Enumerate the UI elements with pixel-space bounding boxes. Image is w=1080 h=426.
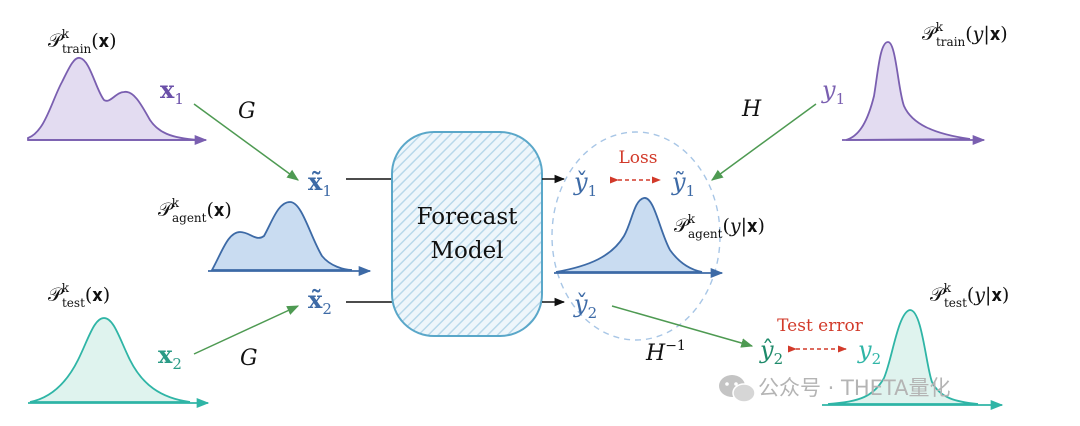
y2-check-label: 𝑦̌2 (573, 290, 597, 322)
model-label-line1: Forecast (417, 204, 519, 230)
h-arrow (711, 103, 817, 181)
x2-tilde-label: 𝐱̃2 (308, 285, 332, 318)
x1-tilde-label: 𝐱̃1 (308, 167, 332, 200)
test-x-distribution (28, 317, 210, 409)
y1-label: 𝑦1 (821, 76, 845, 108)
loss-label: Loss (619, 148, 658, 168)
agent-dashed-ellipse (551, 131, 721, 341)
y2-label: 𝑦2 (857, 336, 881, 368)
h-inverse-label: 𝐻−1 (645, 338, 686, 366)
forecast-model-box: Forecast Model (391, 131, 543, 337)
g-label-top: 𝐺 (238, 99, 256, 124)
watermark-text: 公众号 · THETA量化 (758, 376, 950, 400)
x1-label: 𝐱1 (160, 75, 184, 108)
watermark: 公众号 · THETA量化 (719, 375, 950, 403)
wechat-icon (719, 375, 756, 403)
y1-check-label: 𝑦̌1 (573, 168, 597, 200)
model-label-line2: Model (430, 238, 503, 264)
y2-hat-label: 𝑦̂2 (759, 336, 783, 368)
test-y-distribution (822, 309, 1004, 411)
x2-label: 𝐱2 (158, 340, 182, 373)
h-inverse-arrow (611, 305, 754, 348)
train-y-distribution (842, 41, 986, 146)
g-arrow-top (193, 103, 299, 181)
agent-x-distribution (208, 201, 372, 277)
agent-y-distribution (554, 197, 724, 279)
g-label-bottom: 𝐺 (240, 346, 258, 371)
g-arrow-bottom (193, 305, 300, 355)
y1-tilde-label: 𝑦̃1 (671, 168, 695, 200)
train-x-distribution (27, 57, 208, 146)
test-error-label: Test error (777, 316, 864, 336)
h-label: 𝐻 (741, 97, 762, 122)
